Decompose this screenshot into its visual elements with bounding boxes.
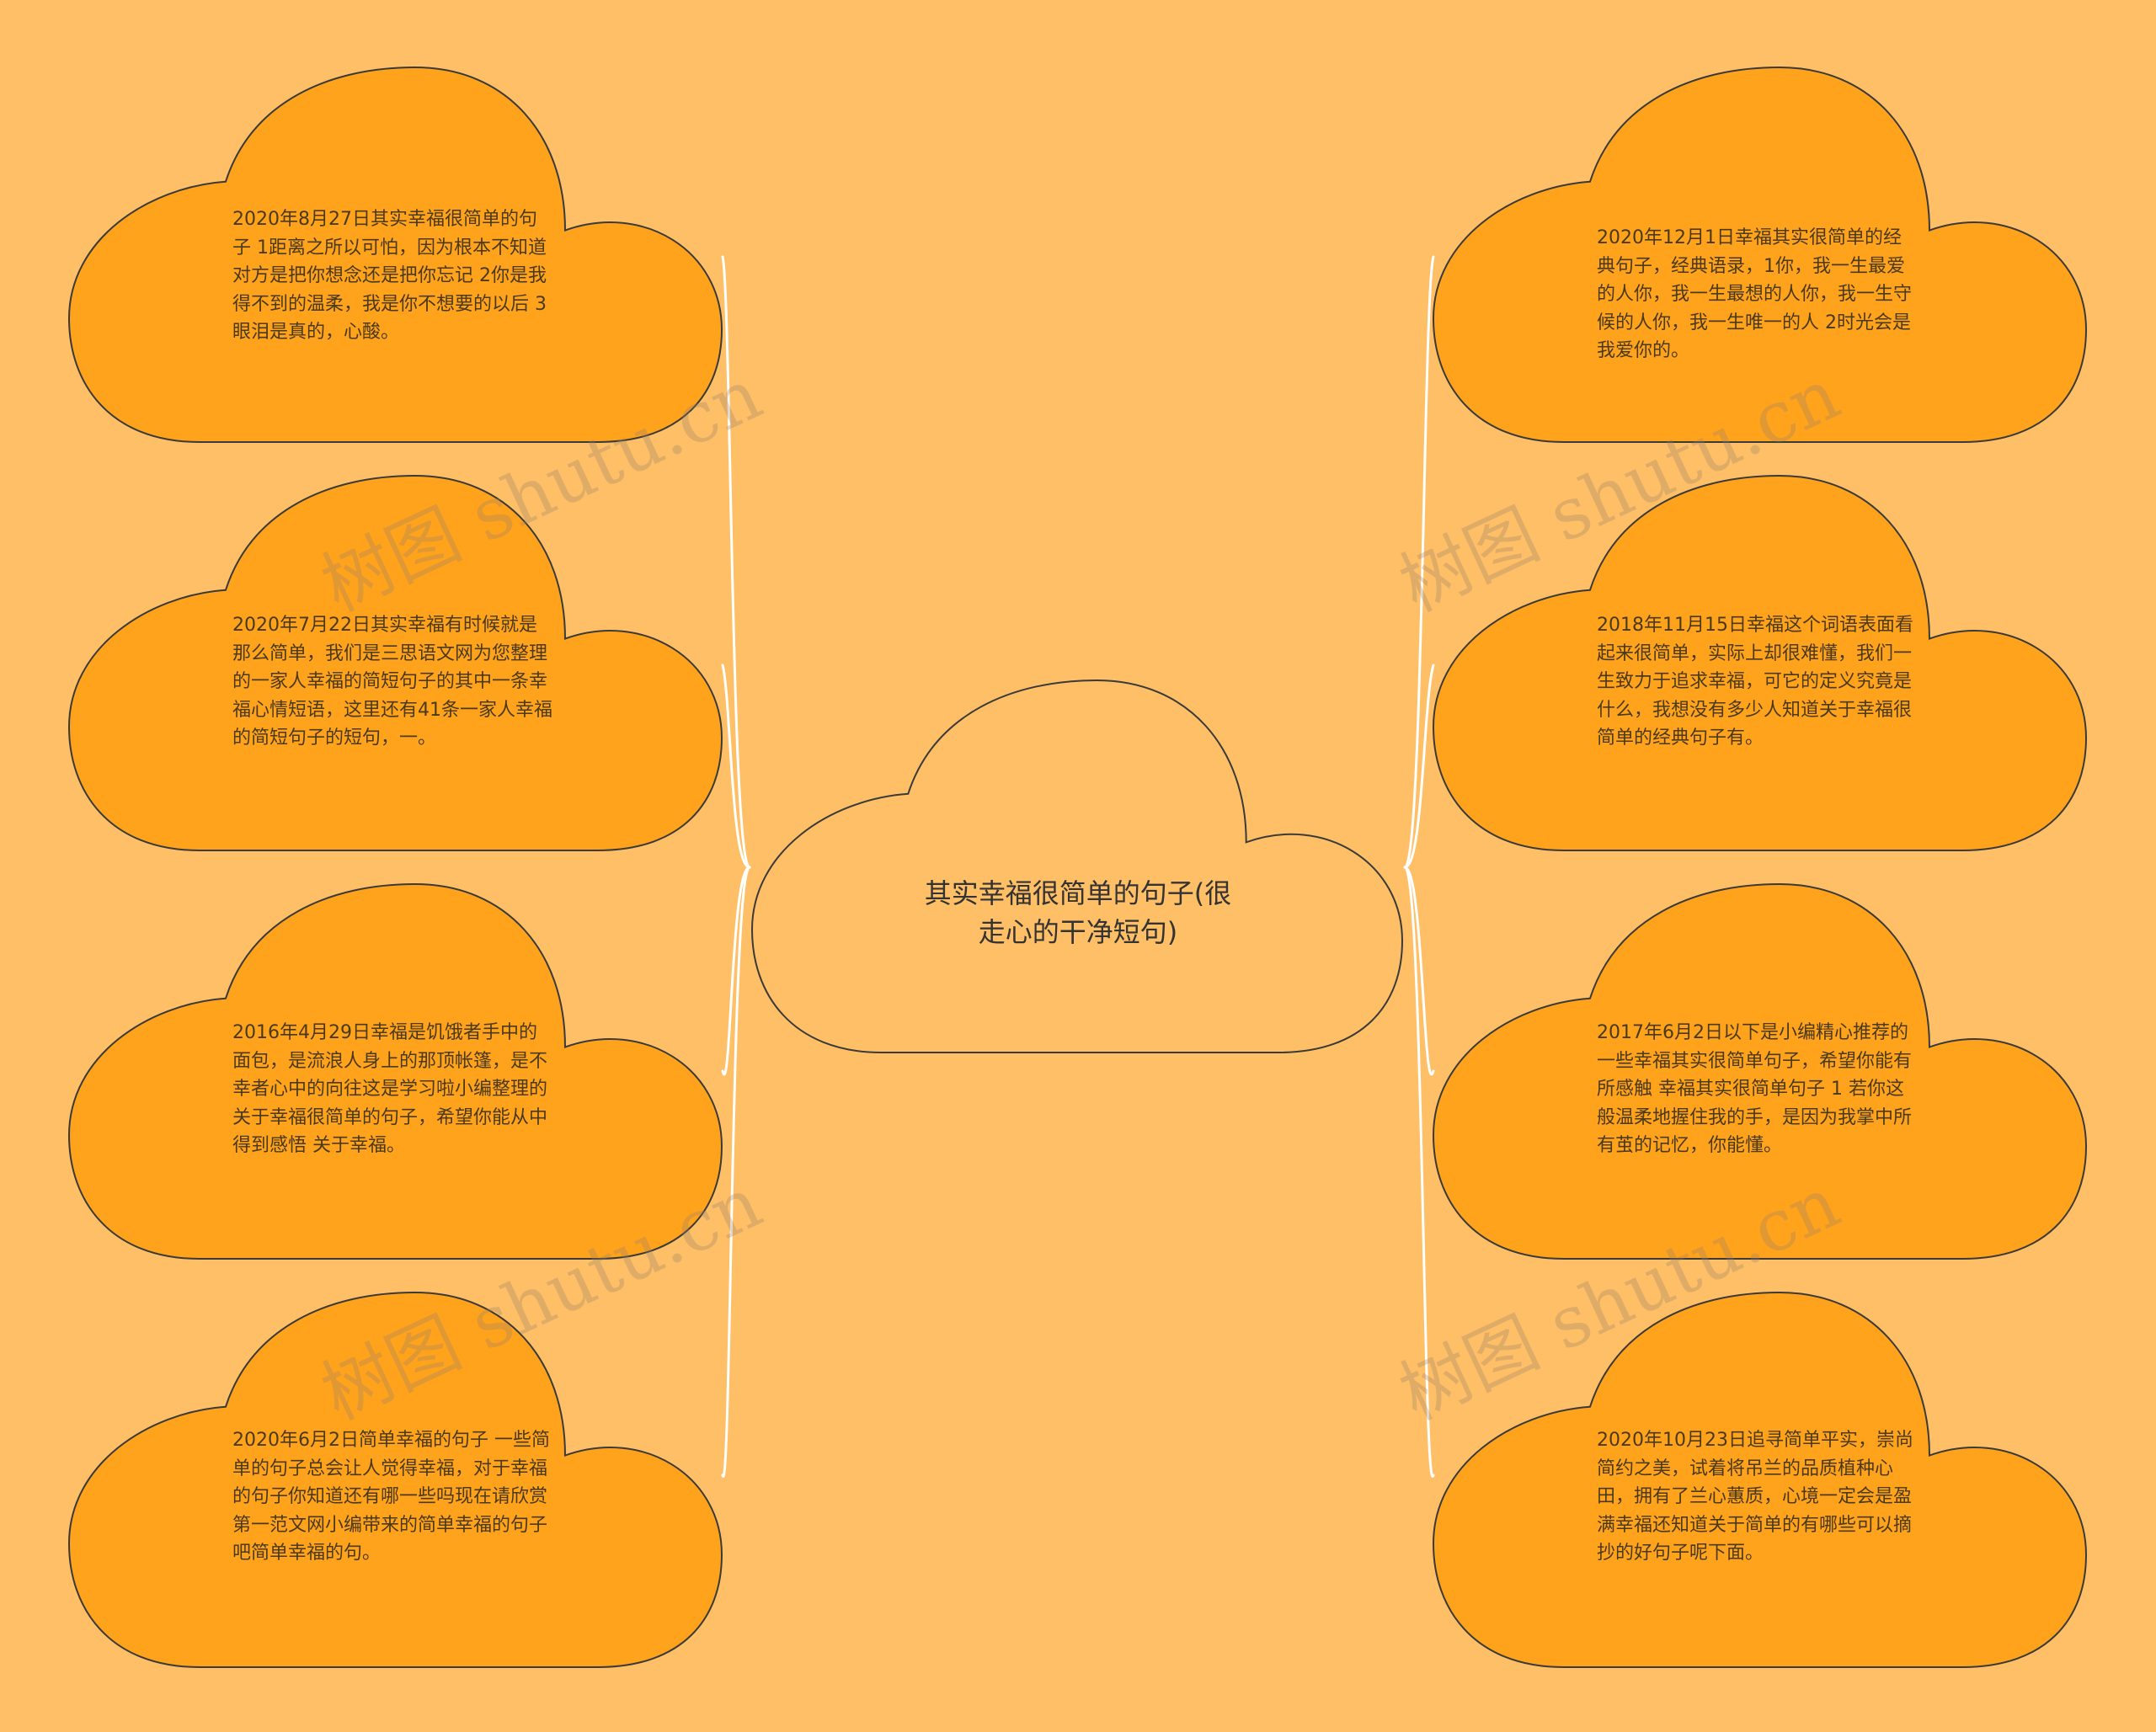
right-cloud-3 xyxy=(1432,882,2088,1260)
left-cloud-1 xyxy=(67,66,723,443)
right-connector-3 xyxy=(1403,866,1435,1076)
cloud-shapes xyxy=(67,66,2088,1668)
left-node-3[interactable]: 2016年4月29日幸福是饥饿者手中的面包，是流浪人身上的那顶帐篷，是不幸者心中… xyxy=(232,1022,548,1156)
left-node-4[interactable]: 2020年6月2日简单幸福的句子 一些简单的句子总会让人觉得幸福，对于幸福的句子… xyxy=(232,1430,550,1564)
connector-lines xyxy=(721,255,1435,1478)
left-cloud-3 xyxy=(67,882,723,1260)
left-connector-1 xyxy=(721,255,751,869)
left-cloud-2 xyxy=(67,474,723,851)
left-node-1[interactable]: 2020年8月27日其实幸福很简单的句子 1距离之所以可怕，因为根本不知道对方是… xyxy=(232,209,547,343)
left-cloud-4 xyxy=(67,1291,723,1668)
right-node-1[interactable]: 2020年12月1日幸福其实很简单的经典句子，经典语录，1你，我一生最爱的人你，… xyxy=(1597,227,1913,361)
right-connector-1 xyxy=(1403,255,1435,869)
right-node-4[interactable]: 2020年10月23日追寻简单平实，崇尚简约之美，试着将吊兰的品质植种心田，拥有… xyxy=(1597,1430,1913,1564)
root-cloud xyxy=(750,679,1404,1053)
left-node-2[interactable]: 2020年7月22日其实幸福有时候就是那么简单，我们是三思语文网为您整理的一家人… xyxy=(232,615,552,749)
left-connector-3 xyxy=(721,866,751,1076)
left-connector-4 xyxy=(721,866,751,1478)
right-node-2[interactable]: 2018年11月15日幸福这个词语表面看起来很简单，实际上却很难懂，我们一生致力… xyxy=(1597,615,1913,749)
right-cloud-1 xyxy=(1432,66,2088,443)
right-node-3[interactable]: 2017年6月2日以下是小编精心推荐的一些幸福其实很简单句子，希望你能有所感触 … xyxy=(1597,1022,1913,1156)
left-connector-2 xyxy=(721,663,751,869)
right-connector-4 xyxy=(1403,866,1435,1478)
right-cloud-4 xyxy=(1432,1291,2088,1668)
right-connector-2 xyxy=(1403,663,1435,869)
right-cloud-2 xyxy=(1432,474,2088,851)
root-topic[interactable]: 其实幸福很简单的句子(很走心的干净短句) xyxy=(924,877,1232,948)
